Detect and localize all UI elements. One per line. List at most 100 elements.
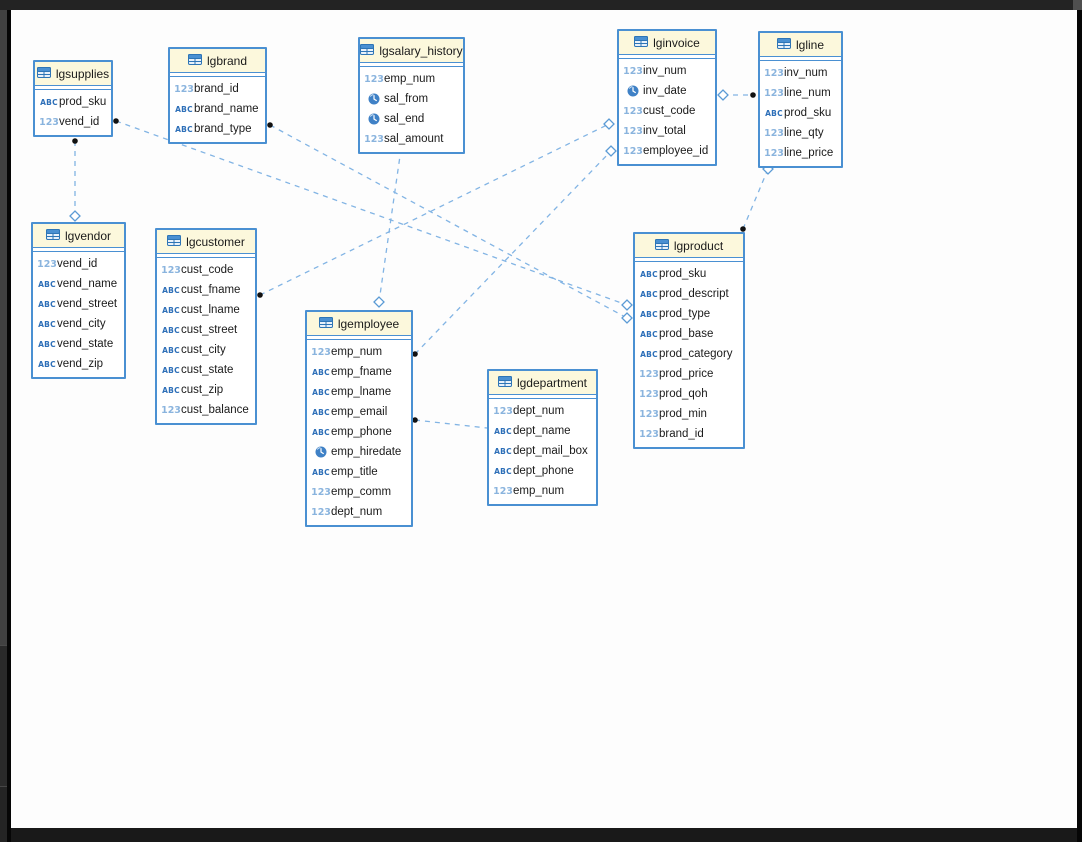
entity-header[interactable]: lgemployee <box>307 312 411 336</box>
entity-header[interactable]: lgsalary_history <box>360 39 463 63</box>
entity-header[interactable]: lgsupplies <box>35 62 111 86</box>
relation-lgline-lgproduct[interactable] <box>740 163 774 232</box>
entity-header[interactable]: lgvendor <box>33 224 124 248</box>
relation-lgsupplies-lgvendor[interactable] <box>69 138 81 222</box>
column-row[interactable]: sal_from <box>360 89 463 109</box>
table-grid-icon <box>360 42 375 60</box>
entity-header[interactable]: lgline <box>760 33 841 57</box>
column-name: prod_type <box>659 308 711 320</box>
column-row[interactable]: emp_hiredate <box>307 442 411 462</box>
relation-lgemployee-lginvoice[interactable] <box>412 145 617 357</box>
relation-lgsupplies-lgproduct[interactable] <box>113 118 633 311</box>
entity-header[interactable]: lgdepartment <box>489 371 596 395</box>
entity-header[interactable]: lgproduct <box>635 234 743 258</box>
window-bottom-bar <box>7 828 1082 842</box>
header-divider <box>307 336 411 340</box>
text-type-icon: ABC <box>40 97 58 107</box>
relation-lgcustomer-lginvoice[interactable] <box>257 118 615 298</box>
entity-title: lgemployee <box>337 316 400 331</box>
relation-lgsalary_history-lgemployee[interactable] <box>373 146 404 308</box>
table-grid-icon <box>497 374 512 392</box>
numeric-type-icon: 123 <box>493 405 513 417</box>
column-row[interactable]: sal_end <box>360 109 463 129</box>
numeric-type-icon: 123 <box>764 147 784 159</box>
entity-header[interactable]: lginvoice <box>619 31 715 55</box>
relation-lgbrand-lgproduct[interactable] <box>267 122 633 324</box>
entity-header[interactable]: lgcustomer <box>157 230 255 254</box>
text-type-icon: ABC <box>38 279 56 289</box>
column-row[interactable]: inv_date <box>619 81 715 101</box>
entity-header[interactable]: lgbrand <box>170 49 265 73</box>
entity-title: lgsalary_history <box>379 43 463 58</box>
numeric-type-icon: 123 <box>623 145 643 157</box>
relation-lginvoice-lgline[interactable] <box>717 89 756 101</box>
relation-lgemployee-lgdepartment[interactable] <box>412 417 488 429</box>
column-name: vend_city <box>57 318 106 330</box>
